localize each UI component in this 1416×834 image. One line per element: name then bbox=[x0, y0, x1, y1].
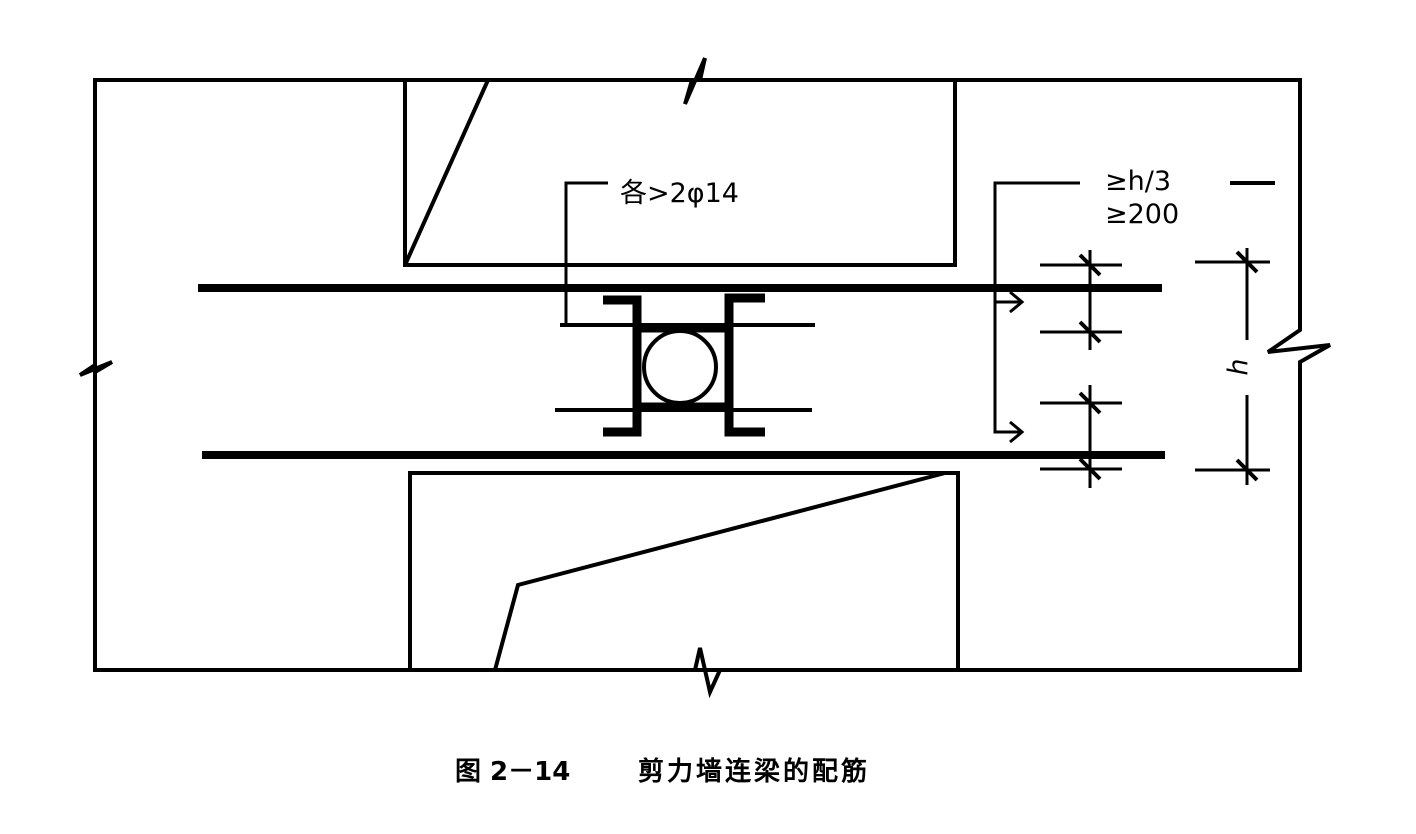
height-label: h bbox=[1223, 358, 1254, 375]
figure-number: 图 2－14 bbox=[455, 757, 570, 787]
circular-opening bbox=[642, 329, 718, 405]
height-dimension bbox=[1195, 248, 1270, 485]
bar-spec-label: 各>2φ14 bbox=[620, 178, 739, 209]
wall-outline bbox=[78, 57, 1331, 699]
lower-opening bbox=[408, 471, 960, 672]
spacing-label-1: ≥h/3 bbox=[1105, 166, 1171, 197]
spacing-label-2: ≥200 bbox=[1105, 199, 1179, 230]
spacing-leader bbox=[993, 181, 1275, 444]
figure-title: 剪力墙连梁的配筋 bbox=[638, 756, 870, 787]
opening-reinforcement bbox=[555, 293, 815, 437]
bar-spec-leader bbox=[564, 181, 608, 325]
upper-opening bbox=[403, 78, 957, 267]
bar-spacing-dimensions bbox=[1040, 250, 1122, 488]
